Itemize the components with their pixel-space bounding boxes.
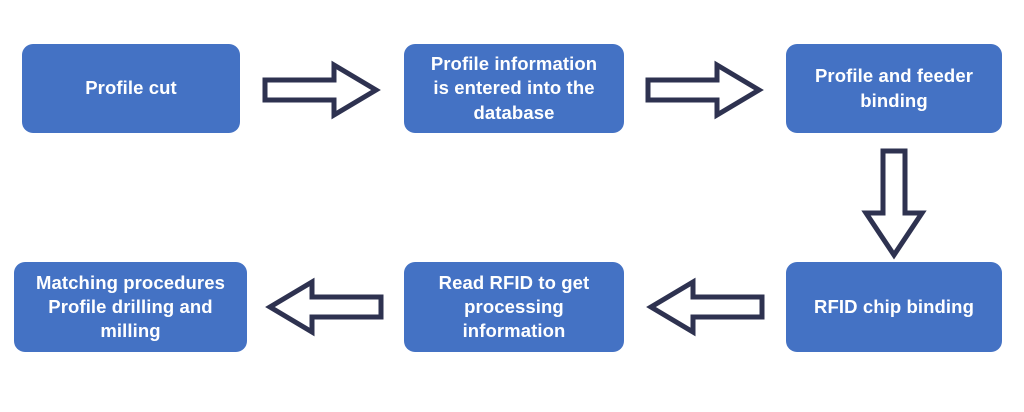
arrow-left-icon-2 <box>646 277 765 337</box>
node-profile-information-database[interactable]: Profile information is entered into the … <box>404 44 624 133</box>
node-label: Profile and feeder binding <box>814 65 974 111</box>
node-label: Profile information is entered into the … <box>430 53 598 123</box>
node-label: Matching procedures Profile drilling and… <box>36 271 225 342</box>
node-label: Profile cut <box>85 77 177 99</box>
node-read-rfid-processing[interactable]: Read RFID to get processing information <box>404 262 624 352</box>
node-label: Read RFID to get processing information <box>438 271 590 342</box>
arrow-down-icon <box>861 148 927 260</box>
node-label: RFID chip binding <box>814 295 974 317</box>
arrow-right-icon-2 <box>645 60 764 120</box>
node-profile-cut[interactable]: Profile cut <box>22 44 240 133</box>
node-rfid-chip-binding[interactable]: RFID chip binding <box>786 262 1002 352</box>
arrow-left-icon-1 <box>265 277 384 337</box>
arrow-right-icon-1 <box>262 60 381 120</box>
node-profile-feeder-binding[interactable]: Profile and feeder binding <box>786 44 1002 133</box>
node-matching-procedures-drilling-milling[interactable]: Matching procedures Profile drilling and… <box>14 262 247 352</box>
